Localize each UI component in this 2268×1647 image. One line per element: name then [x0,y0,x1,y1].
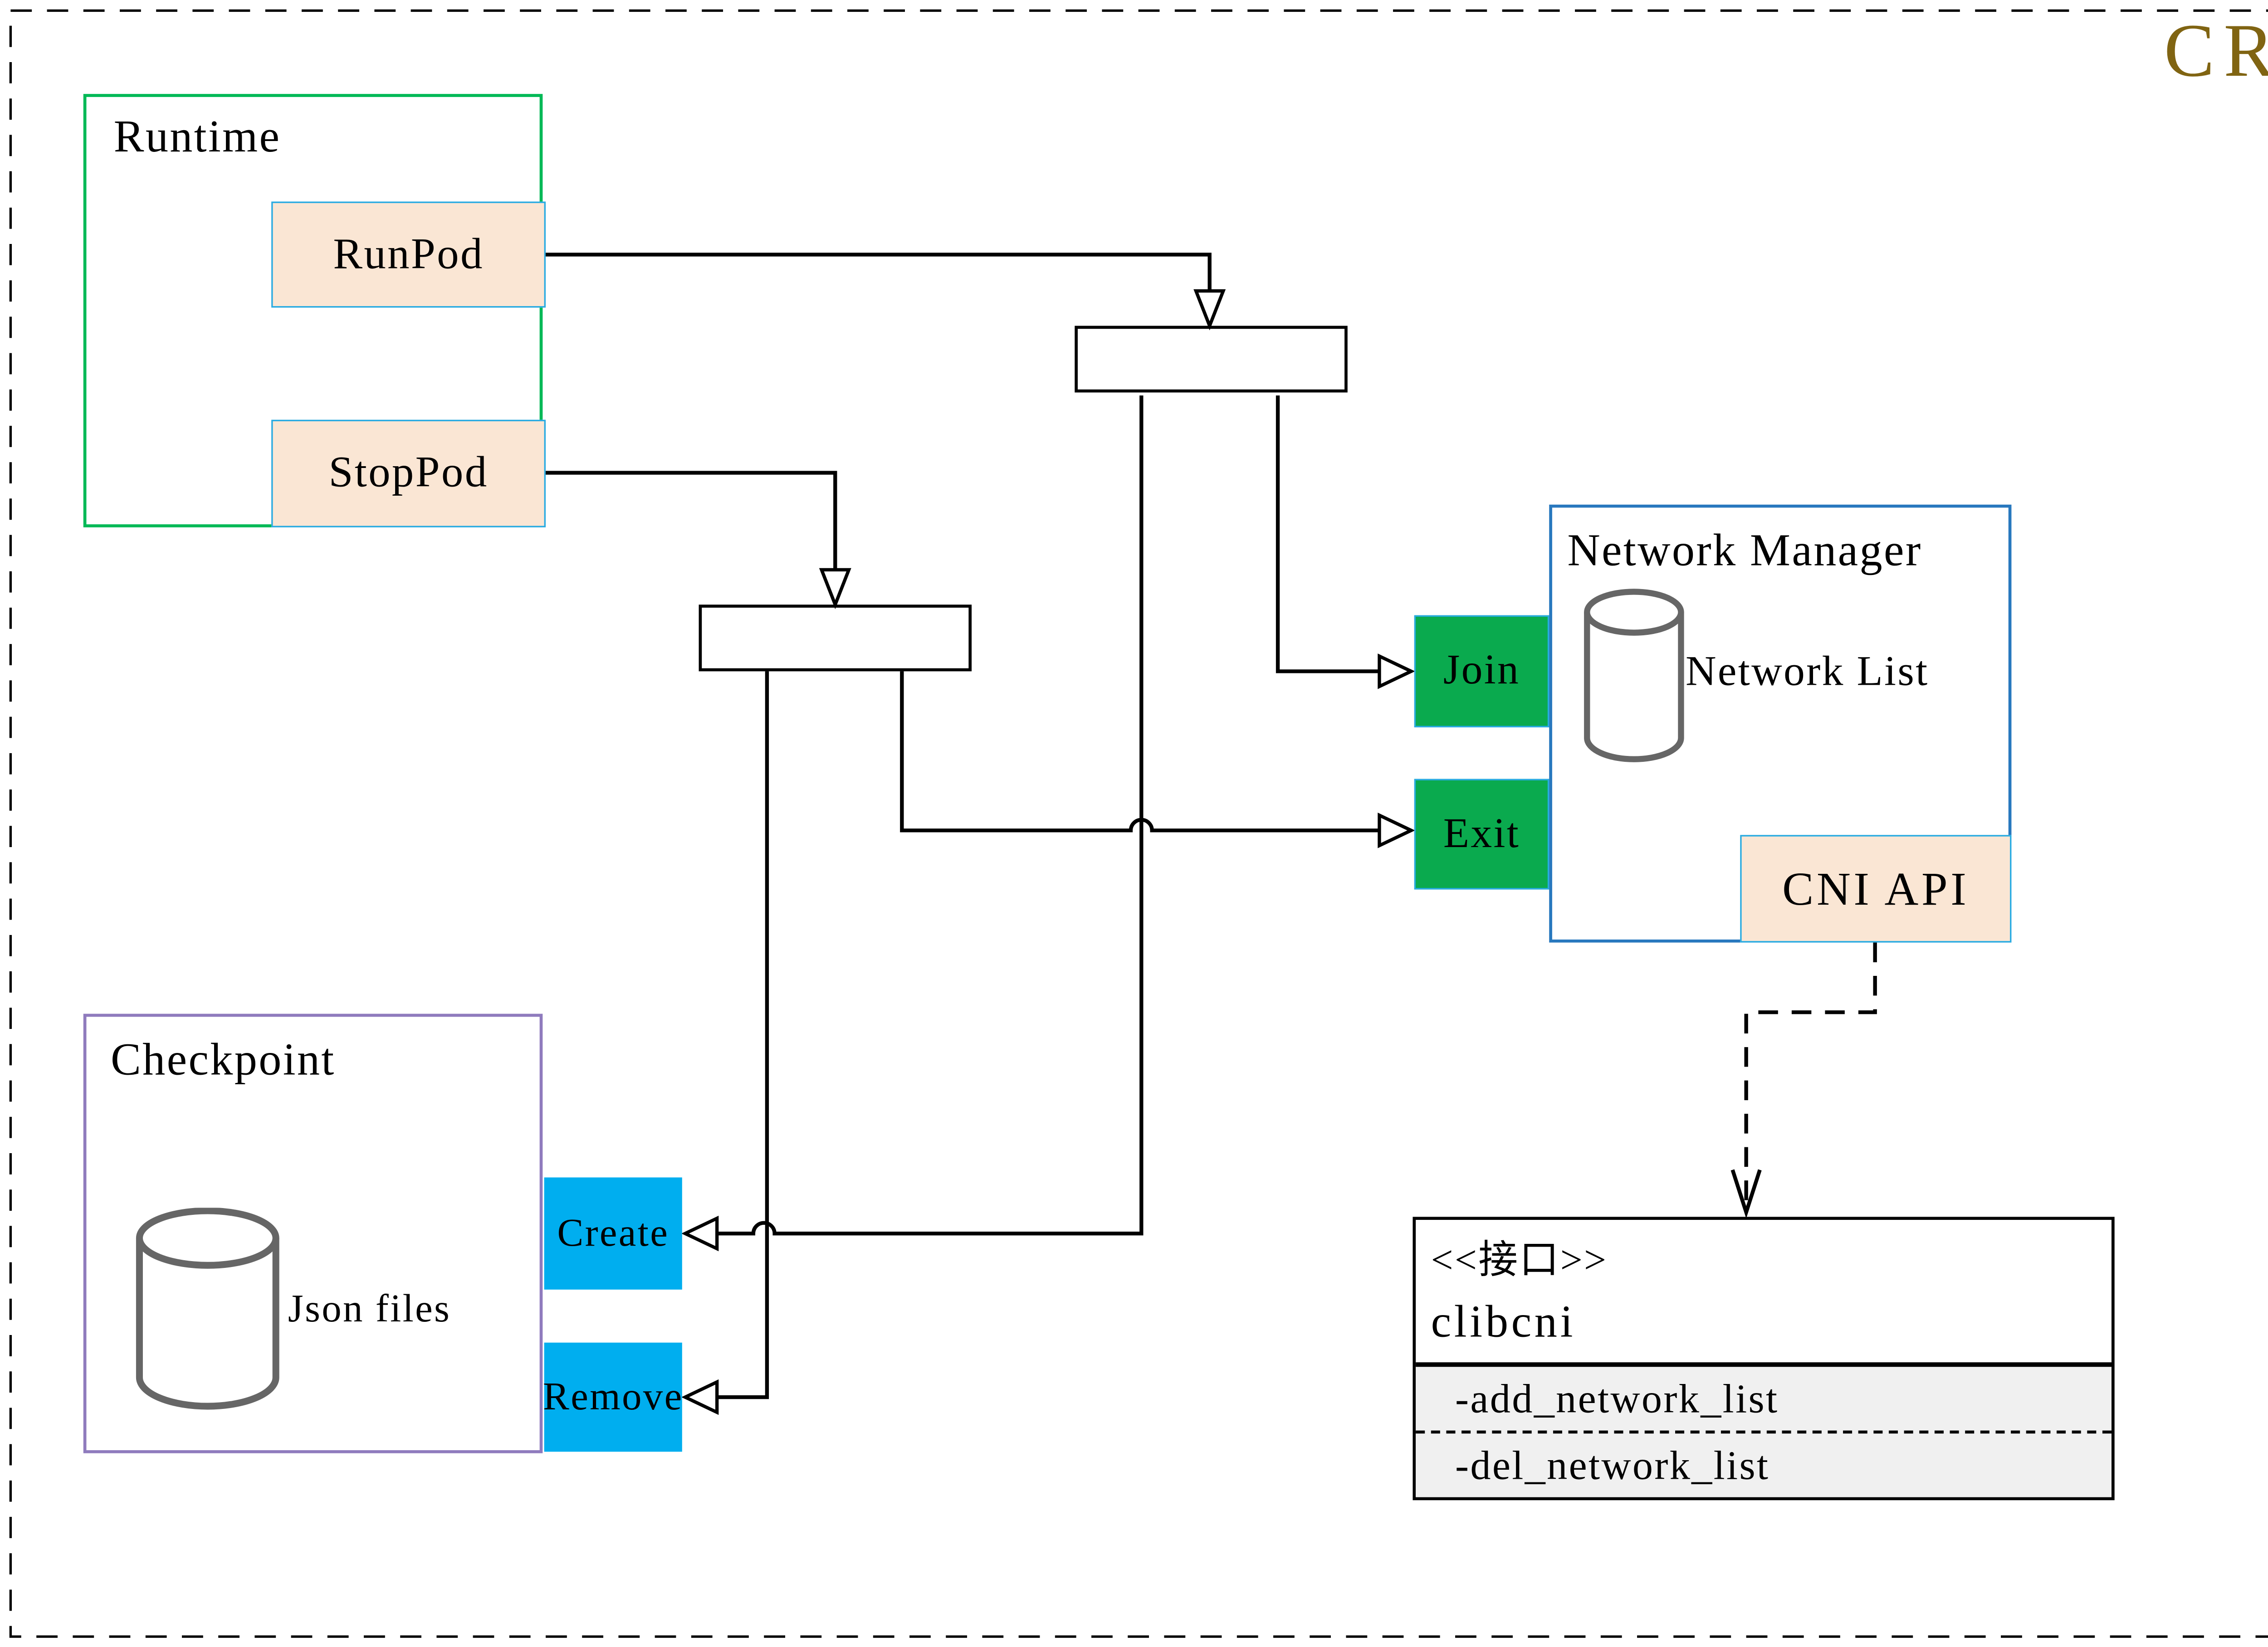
clibcni-method-del: -del_network_list [1455,1442,1770,1487]
join-label: Join [1443,647,1520,694]
network-list-database-icon [1584,589,1684,762]
exit-node: Exit [1414,779,1549,890]
remove-node: Remove [543,1342,684,1452]
clibcni-header: <<接口>> clibcni [1416,1220,2112,1362]
arrowhead-down-junction1 [1193,289,1226,331]
wire-junction2-to-remove [718,671,769,1399]
wire-junction1-to-create [718,395,1144,1236]
network-manager-label: Network Manager [1567,526,1922,576]
cni-api-label: CNI API [1782,861,1970,915]
json-files-label: Json files [288,1286,451,1331]
arrowhead-down-junction2 [819,568,851,609]
json-files-database-icon [136,1208,279,1410]
arrowhead-left-remove [681,1379,719,1415]
wire-junction2-to-exit [900,671,1378,833]
clibcni-name: clibcni [1431,1297,1576,1347]
checkpoint-label: Checkpoint [110,1035,336,1085]
runtime-label: Runtime [113,112,281,162]
page-title: CRI [2164,7,2268,93]
cni-api-node: CNI API [1740,835,2012,943]
join-node: Join [1414,615,1549,728]
wire-runpod-to-junction1 [546,253,1212,291]
clibcni-interface-box: <<接口>> clibcni -add_network_list -del_ne… [1413,1217,2115,1501]
stoppod-label: StopPod [328,448,489,497]
arrowhead-open-clibcni [1730,1169,1762,1219]
clibcni-stereotype: <<接口>> [1431,1238,1608,1282]
wire-stoppod-to-junction2 [546,471,837,570]
junction-box-2 [699,604,972,672]
wire-cniapi-to-clibcni-dashed [1744,942,1877,1205]
wire-junction1-to-join [1276,395,1378,673]
clibcni-method-add: -add_network_list [1416,1367,2112,1434]
stoppod-node: StopPod [271,419,546,527]
exit-label: Exit [1443,810,1520,857]
clibcni-methods-section: -add_network_list -del_network_list [1416,1362,2112,1497]
remove-label: Remove [543,1374,684,1418]
runpod-node: RunPod [271,201,546,308]
arrowhead-left-create [681,1215,719,1252]
create-label: Create [557,1211,670,1255]
arrowhead-right-exit [1378,813,1415,848]
create-node: Create [544,1177,682,1290]
runpod-label: RunPod [333,229,484,278]
network-list-label: Network List [1685,648,1929,696]
junction-box-1 [1075,326,1348,393]
arrowhead-right-join [1378,653,1415,689]
